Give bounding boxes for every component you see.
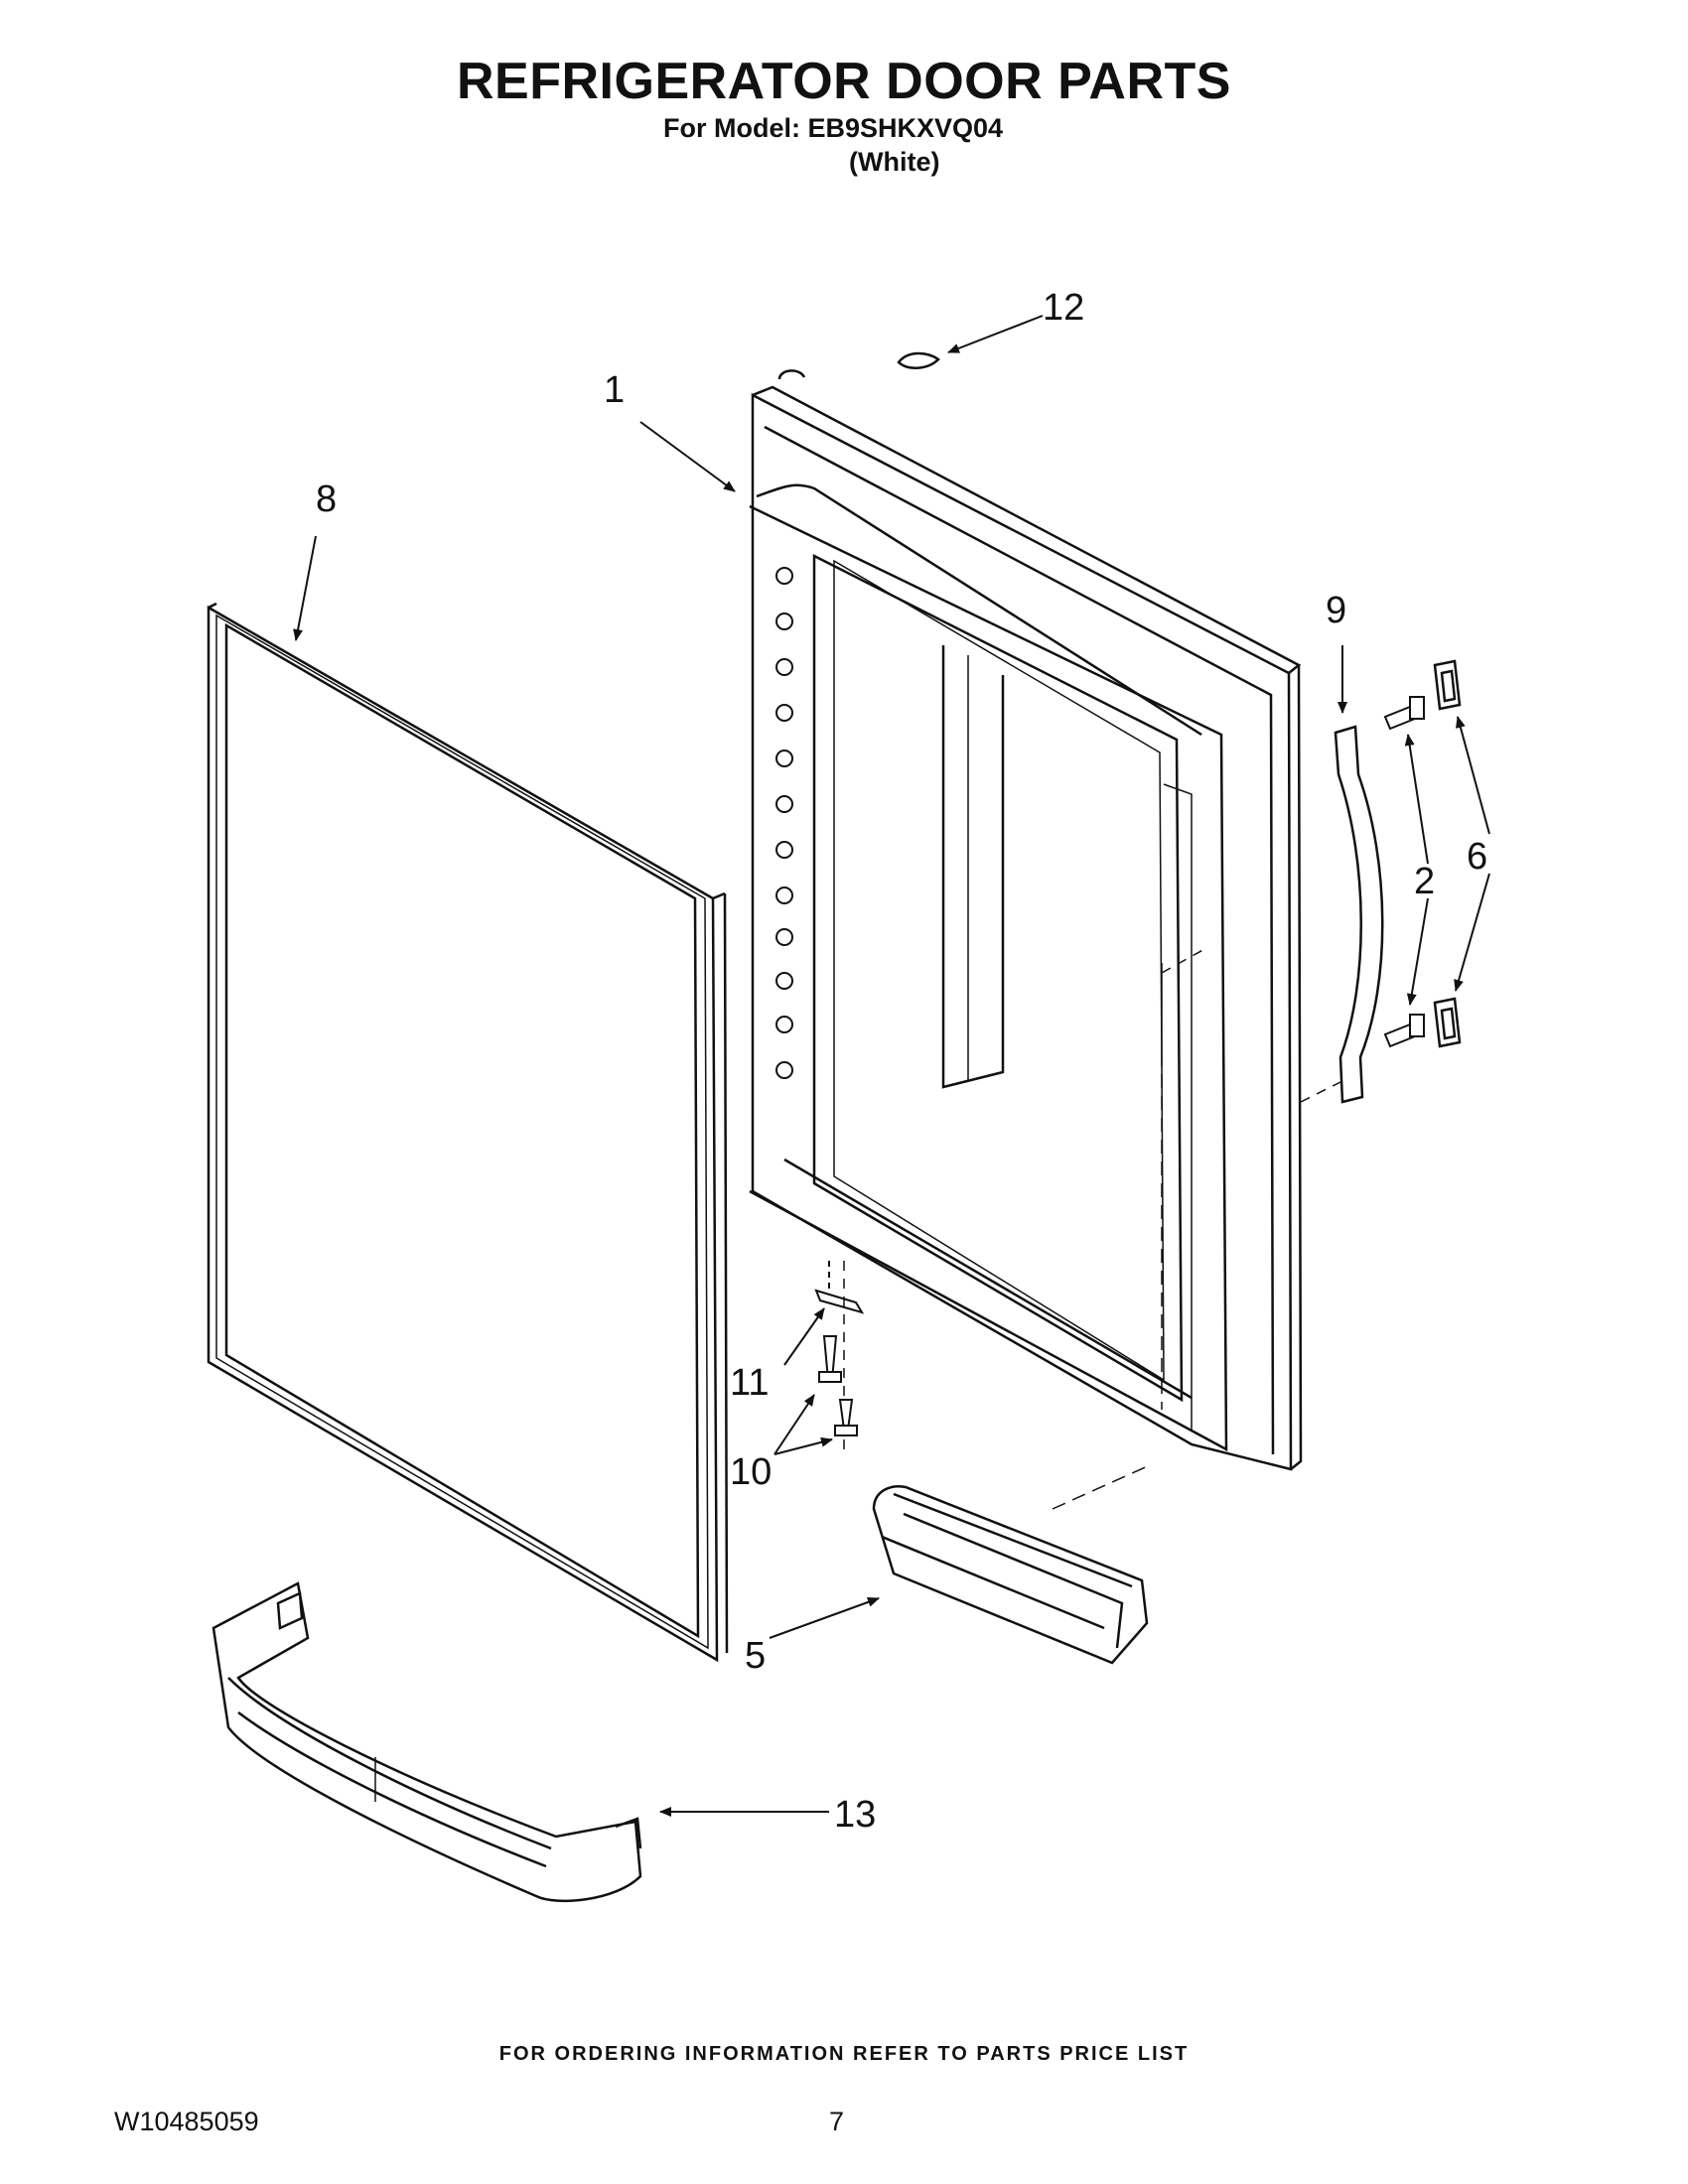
callout-9: 9 [1326, 590, 1346, 631]
callout-1: 1 [604, 369, 625, 411]
door-handle-part [1300, 725, 1384, 1104]
callout-11: 11 [730, 1362, 769, 1404]
hinge-plug-part [897, 351, 940, 369]
hinge-bracket-part [814, 1261, 865, 1449]
leader-lines [293, 315, 1490, 1817]
callout-6: 6 [1467, 836, 1487, 878]
door-bin-part [872, 1463, 1153, 1665]
model-line: For Model: EB9SHKXVQ04 [663, 113, 1004, 143]
callout-12: 12 [1043, 287, 1084, 329]
door-assembly-part [749, 369, 1303, 1471]
callout-13: 13 [834, 1794, 876, 1836]
door-rail-part [211, 1581, 642, 1902]
document-number: W10485059 [114, 2107, 259, 2136]
handle-end-caps-part [1433, 659, 1462, 1048]
hinge-screws-part [818, 1335, 858, 1436]
page-number: 7 [829, 2107, 845, 2136]
handle-screws-part [1383, 696, 1425, 1048]
callout-2: 2 [1414, 861, 1435, 902]
color-line: (White) [849, 147, 940, 177]
door-gasket-part [207, 602, 729, 1663]
callout-10: 10 [730, 1451, 772, 1493]
callout-5: 5 [745, 1635, 766, 1677]
ordering-note: FOR ORDERING INFORMATION REFER TO PARTS … [498, 2043, 1190, 2065]
page-title: REFRIGERATOR DOOR PARTS [457, 53, 1231, 110]
callout-8: 8 [316, 478, 337, 520]
